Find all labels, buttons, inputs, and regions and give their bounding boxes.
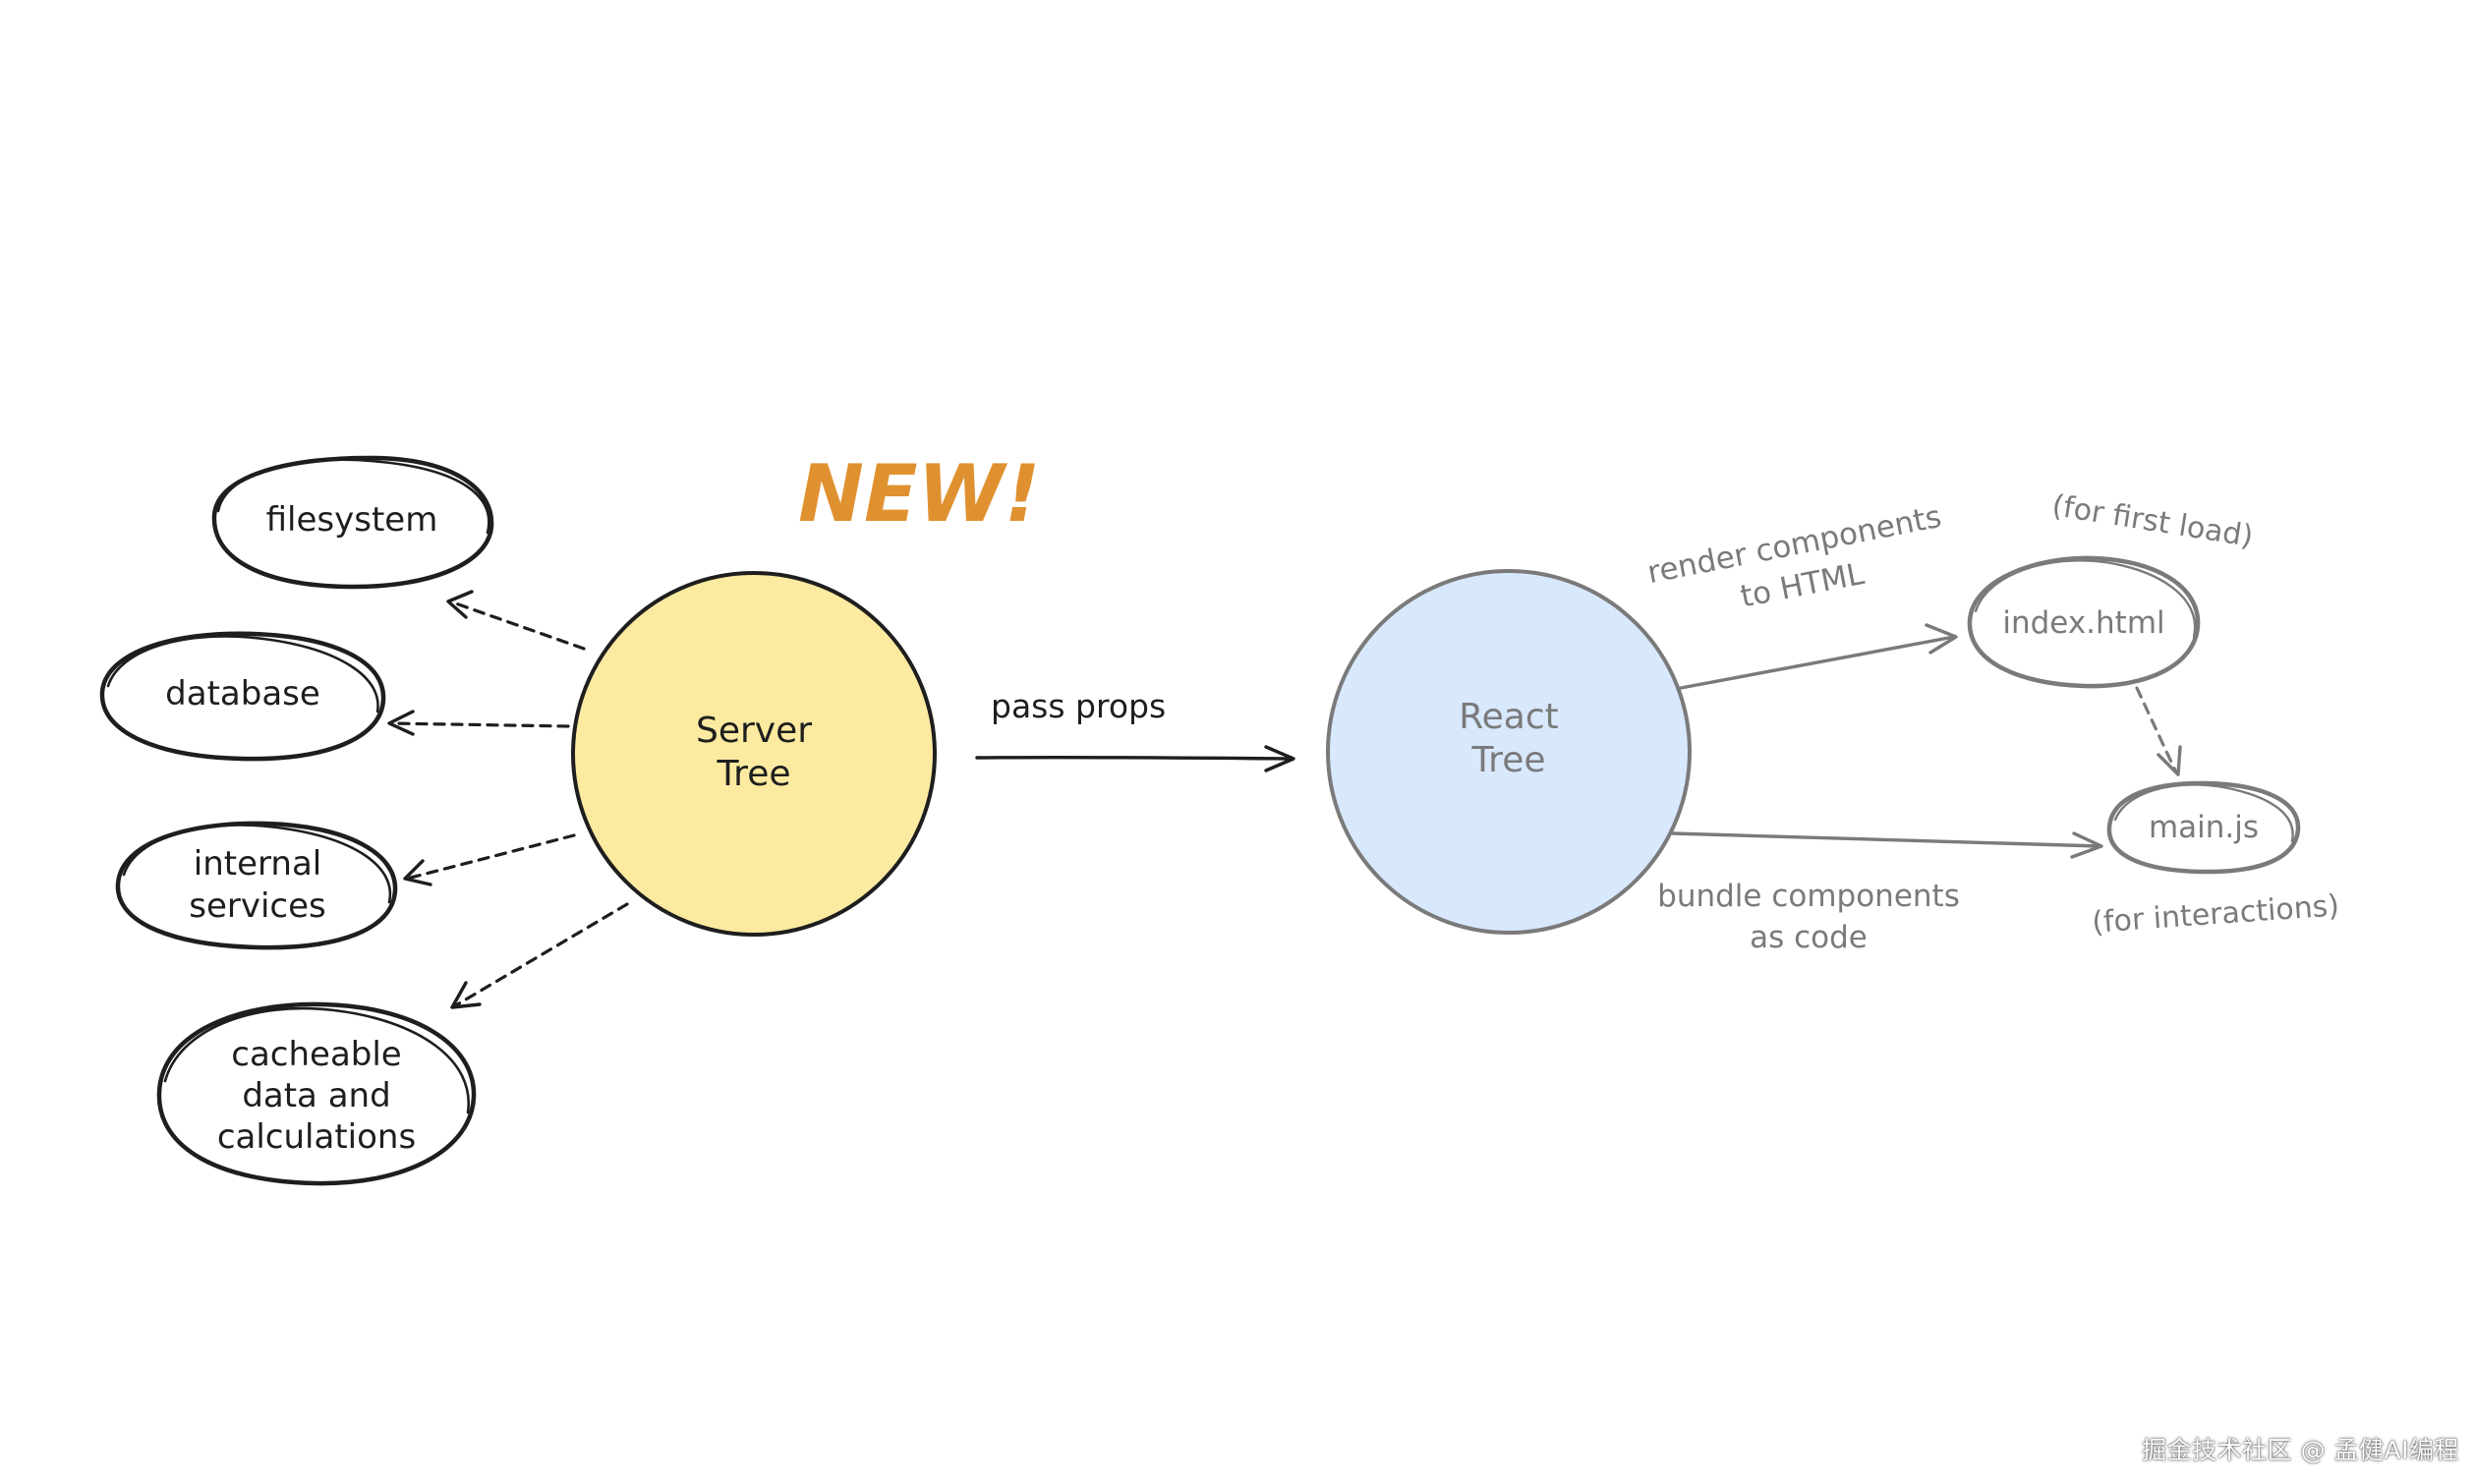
arrow-to-cacheable [450,902,629,1009]
arrow-to-database [387,710,570,736]
render-html-arrow: render components to HTML [1644,499,1958,690]
server-tree-node: Server Tree [571,571,937,937]
pass-props-arrow: pass props [975,687,1295,772]
filesystem-node: filesystem [211,455,494,590]
filesystem-label: filesystem [266,500,438,540]
react-tree-label-2: Tree [1470,740,1545,780]
cacheable-label-3: calculations [217,1117,416,1157]
server-tree-label-1: Server [696,711,812,751]
watermark: 掘金技术社区 @ 孟健AI编程 [2142,1436,2459,1464]
database-node: database [99,631,386,762]
new-badge: NEW! [798,448,1040,540]
cacheable-label-1: cacheable [231,1035,401,1074]
server-tree-label-2: Tree [716,754,790,794]
react-tree-node: React Tree [1326,569,1692,935]
index-html-note: (for first load) [2049,488,2255,554]
react-tree-label-1: React [1459,697,1559,737]
main-js-note: (for interactions) [2091,888,2340,940]
main-js-node: main.js [2106,780,2301,875]
internal-services-label-1: internal [194,844,321,884]
pass-props-label: pass props [991,687,1166,725]
index-html-node: index.html [1967,555,2201,689]
cacheable-node: cacheable data and calculations [156,1001,477,1186]
bundle-code-arrow: bundle components as code [1657,831,2103,955]
internal-services-node: internal services [115,821,398,950]
bundle-code-label-2: as code [1750,920,1868,955]
arrow-index-to-main [2135,686,2182,776]
cacheable-label-2: data and [242,1076,390,1115]
database-label: database [165,674,320,713]
arrow-to-filesystem [446,590,586,651]
arrow-to-internal-services [403,833,576,886]
bundle-code-label-1: bundle components [1657,879,1960,914]
index-html-label: index.html [2002,605,2164,641]
internal-services-label-2: services [189,886,326,926]
main-js-label: main.js [2149,810,2259,845]
